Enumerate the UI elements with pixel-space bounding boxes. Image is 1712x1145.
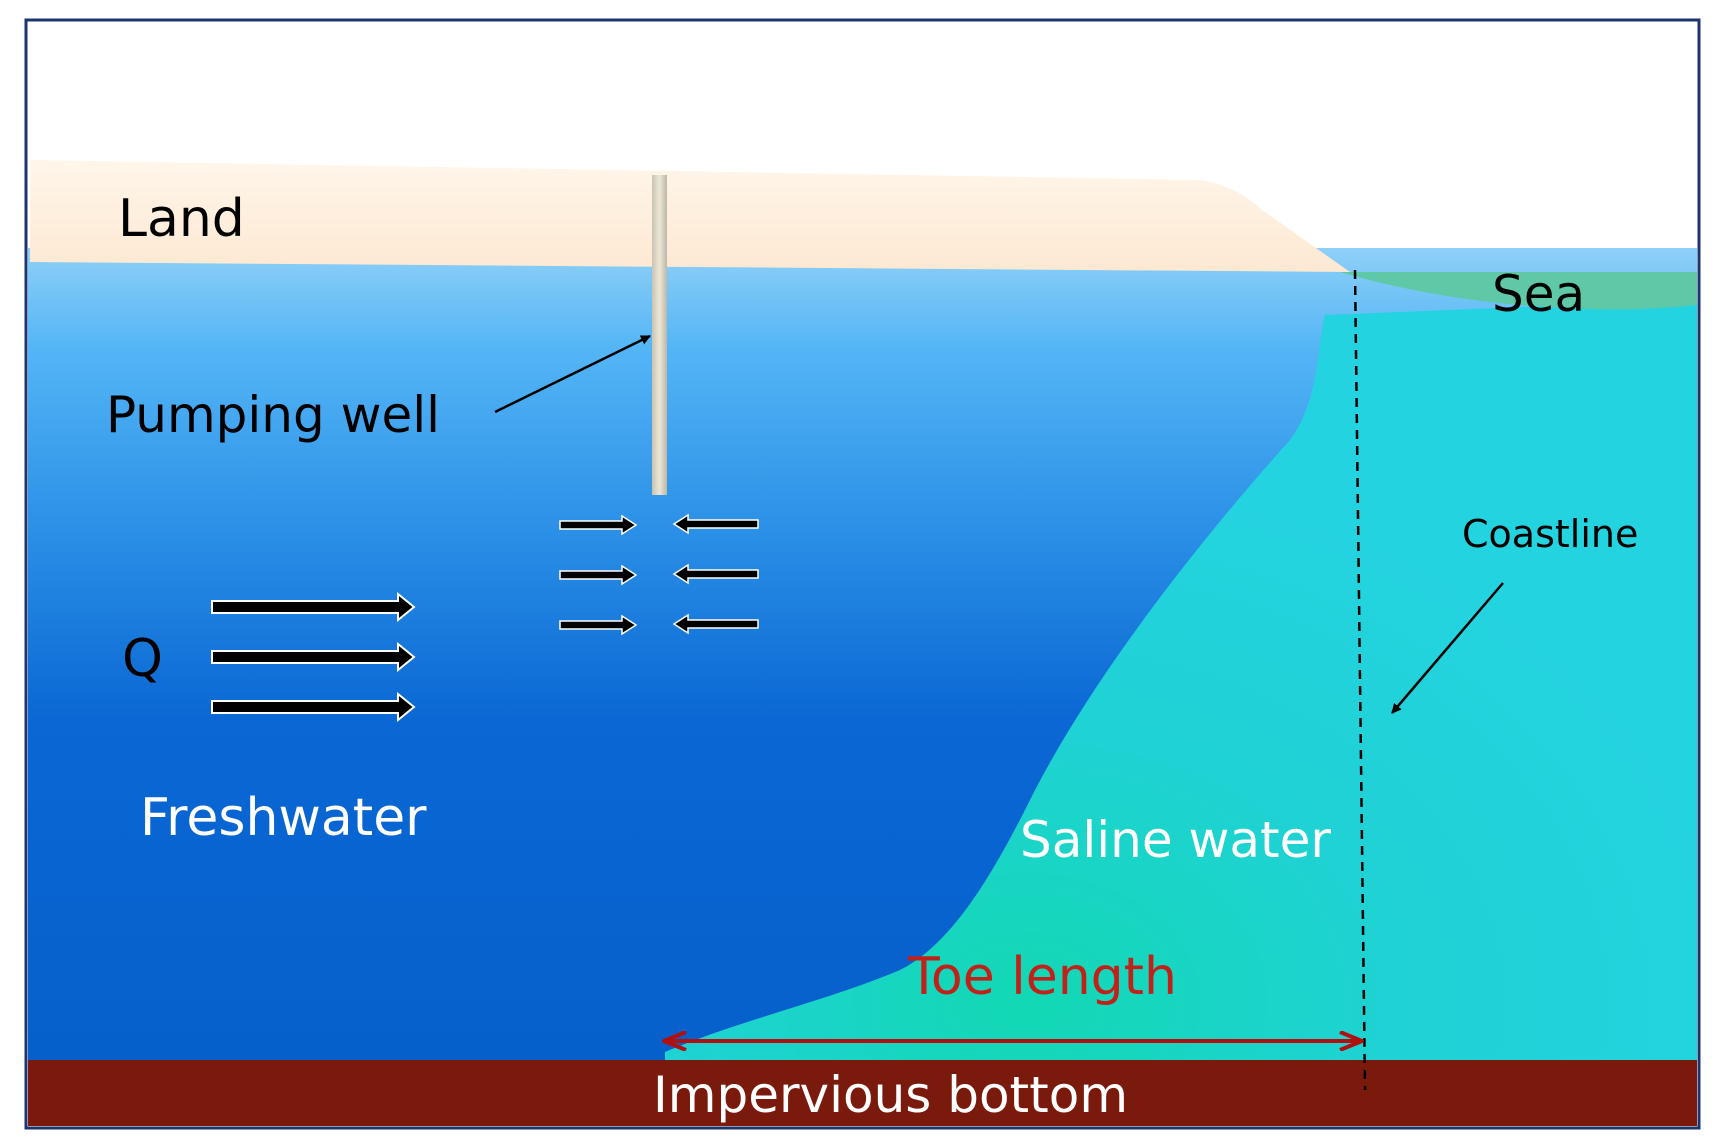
sea-label: Sea bbox=[1492, 265, 1585, 323]
q-flow-arrow-2 bbox=[211, 641, 416, 673]
q-flow-arrow-3 bbox=[211, 691, 416, 723]
saline-water-zone bbox=[665, 300, 1697, 1063]
coastline-leader-arrow bbox=[1391, 582, 1504, 714]
well-inflow-arrows-left bbox=[559, 514, 638, 636]
sea-zone bbox=[1340, 272, 1697, 310]
coastline-label: Coastline bbox=[1462, 512, 1638, 556]
q-flow-arrow-1 bbox=[211, 591, 416, 623]
impervious-bottom-layer bbox=[28, 1060, 1697, 1126]
pumping-well-leader-arrow bbox=[494, 334, 651, 414]
land-surface bbox=[30, 160, 1350, 272]
q-flow-arrows bbox=[211, 591, 416, 723]
coastline-dashed-line bbox=[1353, 269, 1367, 1091]
inflow-arrow-right-1 bbox=[672, 513, 759, 535]
pumping-well-shaft bbox=[652, 175, 667, 495]
saline-water-label: Saline water bbox=[1020, 811, 1331, 869]
toe-length-label: Toe length bbox=[907, 947, 1177, 1007]
impervious-bottom-label: Impervious bottom bbox=[653, 1066, 1128, 1124]
inflow-arrow-right-3 bbox=[672, 613, 759, 635]
inflow-arrow-left-2 bbox=[559, 564, 638, 586]
land-label: Land bbox=[118, 189, 245, 249]
inflow-arrow-left-1 bbox=[559, 514, 638, 536]
inflow-arrow-left-3 bbox=[559, 614, 638, 636]
q-label: Q bbox=[122, 629, 163, 689]
pumping-well-label: Pumping well bbox=[106, 386, 440, 444]
inflow-arrow-right-2 bbox=[672, 563, 759, 585]
well-inflow-arrows-right bbox=[672, 513, 759, 635]
freshwater-label: Freshwater bbox=[140, 788, 427, 848]
